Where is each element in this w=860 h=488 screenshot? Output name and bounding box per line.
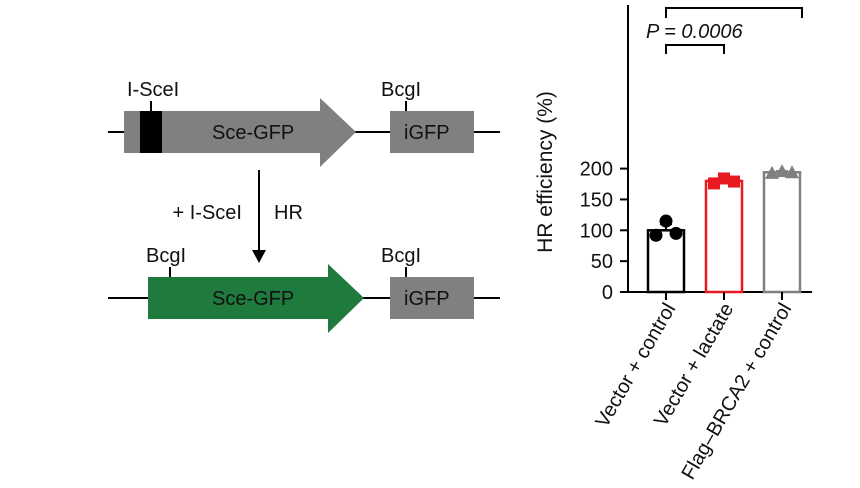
y-tick-label: 150 [580, 189, 613, 211]
data-point [649, 228, 663, 242]
significance-brackets [665, 7, 803, 54]
top-igfp-label: iGFP [404, 122, 450, 144]
i-scei-site [140, 111, 162, 153]
bottom-bcgi-right-label: BcgI [381, 245, 421, 267]
i-scei-label: I-SceI [127, 79, 179, 101]
bar [704, 179, 744, 294]
y-axis-title: HR efficiency (%) [534, 91, 557, 253]
bottom-igfp-label: iGFP [404, 288, 450, 310]
transition: + I-SceI HR [173, 170, 303, 263]
top-construct: I-SceI Sce-GFP BcgI iGFP [108, 79, 500, 167]
data-point [728, 175, 740, 188]
bottom-sce-gfp-label: Sce-GFP [212, 288, 294, 310]
bottom-igfp-box [390, 277, 474, 319]
data-point [765, 165, 779, 179]
bottom-sce-gfp-arrowhead [328, 264, 364, 333]
bracket-1 [665, 44, 725, 54]
top-igfp-box [390, 111, 474, 153]
top-sce-gfp-label: Sce-GFP [212, 122, 294, 144]
y-ticks: 0 50 100 150 200 [580, 159, 628, 304]
data-point [669, 226, 683, 240]
data-point [785, 165, 799, 179]
x-tick-label: Flag–BRCA2 + control [678, 300, 797, 484]
transition-hr-label: HR [274, 202, 303, 224]
top-sce-gfp-arrowhead [320, 98, 356, 167]
bar-chart: HR efficiency (%) 0 50 100 150 200 Vector + … [534, 5, 812, 483]
data-point [775, 164, 789, 178]
data-point [708, 177, 720, 190]
transition-arrowhead [252, 250, 266, 263]
y-tick-label: 200 [580, 159, 613, 181]
bottom-bcgi-left-label: BcgI [146, 245, 186, 267]
data-points [649, 164, 799, 242]
y-tick-label: 50 [591, 251, 613, 273]
bottom-sce-gfp-box [148, 277, 328, 319]
data-point [659, 214, 673, 228]
transition-enzyme-label: + I-SceI [173, 202, 242, 224]
p-value-annotation: P = 0.0006 [646, 21, 743, 43]
data-point [718, 172, 730, 185]
bottom-construct: BcgI Sce-GFP BcgI iGFP [108, 245, 500, 333]
y-tick-label: 0 [602, 282, 613, 304]
y-tick-label: 100 [580, 220, 613, 242]
top-bcgi-label: BcgI [381, 79, 421, 101]
bar [762, 171, 802, 294]
bracket-2 [665, 7, 803, 18]
